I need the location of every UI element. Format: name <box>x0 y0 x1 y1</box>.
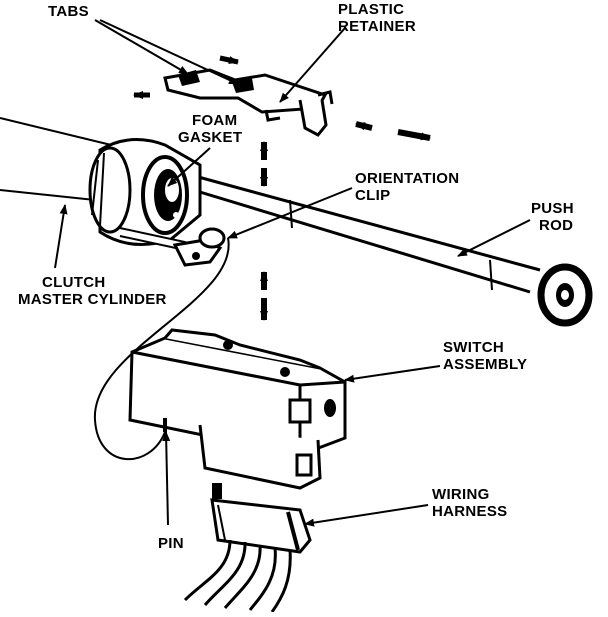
label-orientation-clip-line2: CLIP <box>355 187 391 204</box>
label-foam-gasket-line2: GASKET <box>178 129 243 146</box>
label-wiring-harness-line1: WIRING <box>432 486 490 503</box>
label-switch-assembly-line1: SWITCH <box>443 339 504 356</box>
label-pin: PIN <box>158 535 184 552</box>
label-foam-gasket: FOAM GASKET <box>178 112 242 146</box>
label-orientation-clip-line1: ORIENTATION <box>355 170 460 187</box>
label-pin-text: PIN <box>158 535 184 552</box>
label-clutch-master-cylinder-line2: MASTER CYLINDER <box>18 291 167 308</box>
label-clutch-master-cylinder-line1: CLUTCH <box>42 274 106 291</box>
label-push-rod: PUSH ROD <box>531 200 574 234</box>
orientation-clip <box>172 227 226 267</box>
label-tabs: TABS <box>48 3 89 20</box>
label-clutch-master-cylinder: CLUTCH MASTER CYLINDER <box>18 274 167 308</box>
label-wiring-harness: WIRING HARNESS <box>432 486 507 520</box>
switch-assembly <box>128 328 347 490</box>
label-plastic-retainer-line1: PLASTIC <box>338 1 405 18</box>
label-switch-assembly-line2: ASSEMBLY <box>443 356 528 373</box>
label-push-rod-line1: PUSH <box>531 200 574 217</box>
push-rod <box>179 170 593 327</box>
label-switch-assembly: SWITCH ASSEMBLY <box>443 339 527 373</box>
leader-lines <box>54 19 531 527</box>
orientation-path-line <box>93 237 230 460</box>
label-plastic-retainer-line2: RETAINER <box>338 18 416 35</box>
label-foam-gasket-line1: FOAM <box>192 112 238 129</box>
label-plastic-retainer: PLASTIC RETAINER <box>338 1 416 35</box>
clutch-master-cylinder <box>88 138 202 252</box>
reference-line-lower <box>0 189 96 201</box>
label-orientation-clip: ORIENTATION CLIP <box>355 170 459 204</box>
wiring-harness <box>183 483 312 613</box>
label-tabs-text: TABS <box>48 3 89 20</box>
motion-arrows-retainer <box>133 55 431 141</box>
label-wiring-harness-line2: HARNESS <box>432 503 508 520</box>
label-push-rod-line2: ROD <box>539 217 574 234</box>
